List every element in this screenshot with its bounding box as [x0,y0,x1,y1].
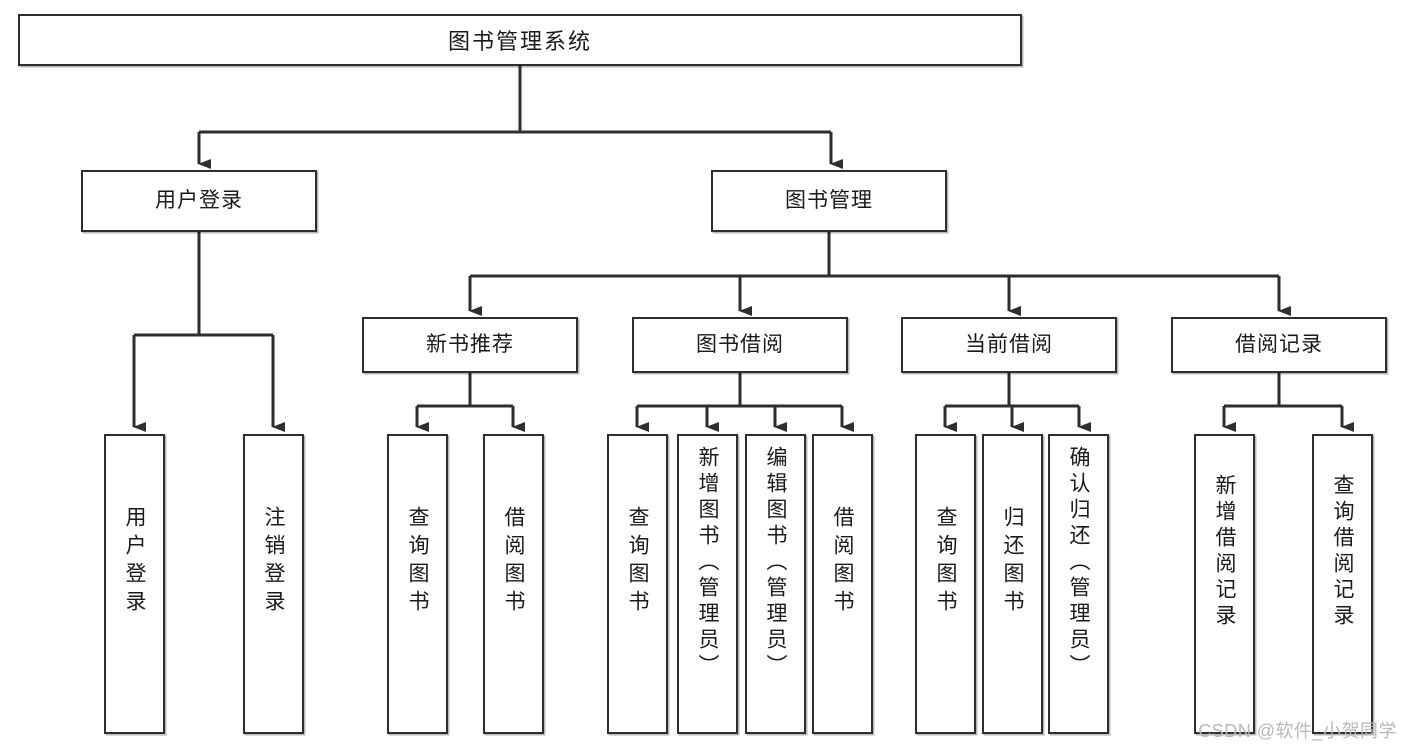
node-new-book-rec[interactable]: 新书推荐 [362,317,578,373]
node-leaf-return-book[interactable]: 归还图书 [982,434,1043,734]
node-label: 用户登录 [123,506,146,618]
node-leaf-query-book-1[interactable]: 查询图书 [387,434,448,734]
node-leaf-confirm-return[interactable]: 确认归还（管理员） [1048,434,1109,734]
csdn-watermark: CSDN @软件_小贺同学 [1198,721,1397,741]
node-label: 确认归还（管理员） [1067,446,1090,680]
node-label: 借阅记录 [1235,333,1323,357]
node-label: 编辑图书（管理员） [764,446,787,680]
node-label: 借阅图书 [831,506,854,618]
node-leaf-user-logout[interactable]: 注销登录 [243,434,304,734]
node-leaf-borrow-book-2[interactable]: 借阅图书 [812,434,873,734]
node-book-manage[interactable]: 图书管理 [711,170,947,232]
node-leaf-borrow-book-1[interactable]: 借阅图书 [483,434,544,734]
node-current-borrow[interactable]: 当前借阅 [901,317,1117,373]
node-leaf-query-book-3[interactable]: 查询图书 [915,434,976,734]
node-leaf-add-record[interactable]: 新增借阅记录 [1194,434,1255,734]
node-leaf-add-book[interactable]: 新增图书（管理员） [677,434,738,734]
node-label: 用户登录 [155,189,243,213]
node-label: 当前借阅 [965,333,1053,357]
node-label: 查询借阅记录 [1331,474,1354,630]
node-leaf-query-book-2[interactable]: 查询图书 [607,434,668,734]
node-label: 归还图书 [1001,506,1024,618]
node-label: 借阅图书 [502,506,525,618]
node-leaf-user-login[interactable]: 用户登录 [104,434,165,734]
node-label: 新增借阅记录 [1213,474,1236,630]
node-root-system[interactable]: 图书管理系统 [18,14,1022,66]
node-label: 图书借阅 [696,333,784,357]
node-leaf-query-record[interactable]: 查询借阅记录 [1312,434,1373,734]
node-label: 查询图书 [934,506,957,618]
node-label: 查询图书 [626,506,649,618]
node-label: 图书管理 [785,189,873,213]
node-book-borrow[interactable]: 图书借阅 [632,317,848,373]
node-label: 查询图书 [406,506,429,618]
node-label: 新增图书（管理员） [696,446,719,680]
node-label: 注销登录 [262,506,285,618]
node-user-login[interactable]: 用户登录 [81,170,317,232]
node-borrow-record[interactable]: 借阅记录 [1171,317,1387,373]
node-label: 新书推荐 [426,333,514,357]
node-label: 图书管理系统 [447,29,592,54]
node-leaf-edit-book[interactable]: 编辑图书（管理员） [745,434,806,734]
